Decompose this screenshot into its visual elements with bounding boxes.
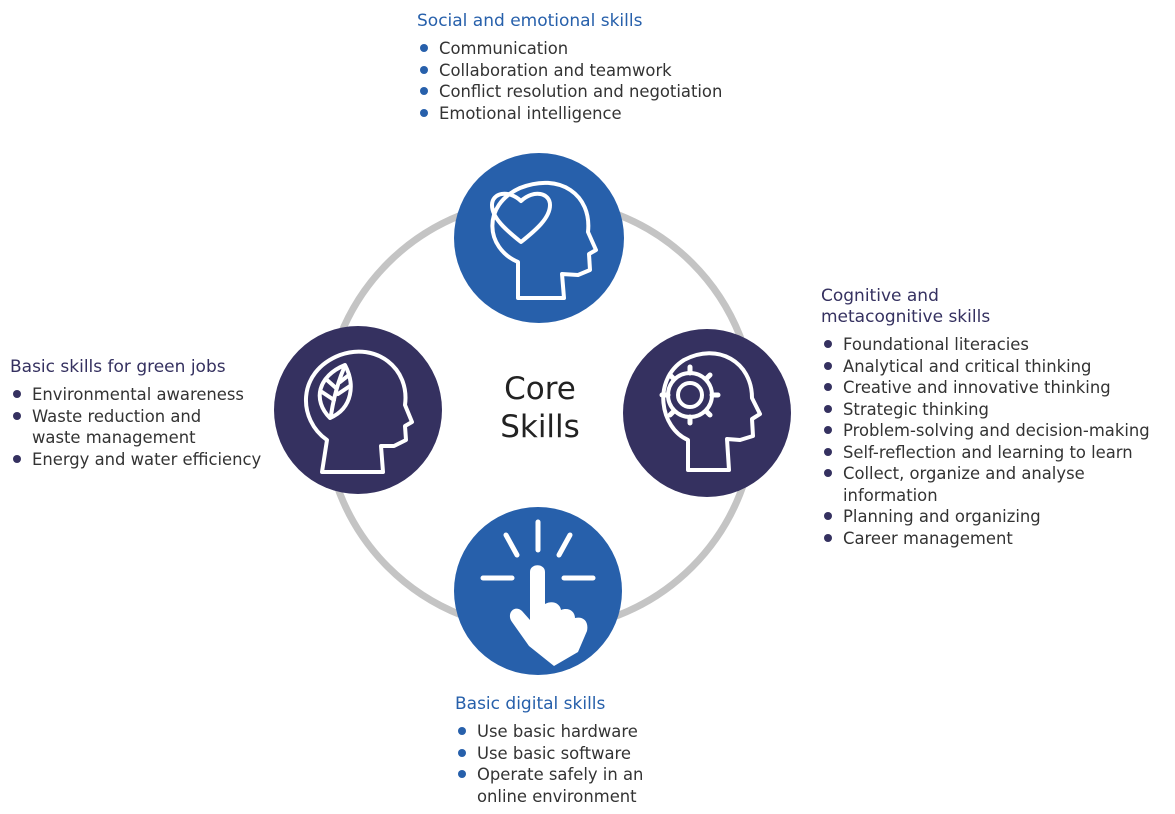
list-item: Conflict resolution and negotiation <box>417 81 722 103</box>
list-item: Environmental awareness <box>10 384 261 406</box>
skill-list: Foundational literacies Analytical and c… <box>821 334 1150 549</box>
list-item: Problem-solving and decision-making <box>821 420 1150 442</box>
digital-skills-circle <box>454 507 622 675</box>
list-item: Emotional intelligence <box>417 103 722 125</box>
list-item: Operate safely in an online environment <box>455 764 643 807</box>
section-title: Basic digital skills <box>455 694 606 714</box>
list-item: Creative and innovative thinking <box>821 377 1150 399</box>
social-emotional-circle <box>454 153 624 323</box>
hand-touch-icon <box>480 519 596 666</box>
list-item: Use basic software <box>455 743 643 765</box>
social-emotional-section: Social and emotional skills Communicatio… <box>417 11 722 124</box>
list-item: Waste reduction and waste management <box>10 406 261 449</box>
section-title: Basic skills for green jobs <box>10 357 226 377</box>
cognitive-metacognitive-section: Cognitive and metacognitive skills Found… <box>821 286 1150 549</box>
list-item: Collect, organize and analyse informatio… <box>821 463 1150 506</box>
section-title: Social and emotional skills <box>417 11 643 31</box>
list-item: Collaboration and teamwork <box>417 60 722 82</box>
list-item: Career management <box>821 528 1150 550</box>
green-jobs-section: Basic skills for green jobs Environmenta… <box>10 357 261 470</box>
head-leaf-icon <box>304 349 414 474</box>
list-item: Analytical and critical thinking <box>821 356 1150 378</box>
section-title: Cognitive and metacognitive skills <box>821 286 991 327</box>
cognitive-metacognitive-circle <box>623 329 791 497</box>
skill-list: Environmental awareness Waste reduction … <box>10 384 261 470</box>
core-skills-label: Core Skills <box>500 371 580 445</box>
list-item: Energy and water efficiency <box>10 449 261 471</box>
head-gear-icon <box>659 351 762 472</box>
list-item: Foundational literacies <box>821 334 1150 356</box>
skill-list: Use basic hardware Use basic software Op… <box>455 721 643 807</box>
list-item: Strategic thinking <box>821 399 1150 421</box>
list-item: Planning and organizing <box>821 506 1150 528</box>
head-heart-icon <box>490 180 598 300</box>
list-item: Self-reflection and learning to learn <box>821 442 1150 464</box>
skill-list: Communication Collaboration and teamwork… <box>417 38 722 124</box>
list-item: Communication <box>417 38 722 60</box>
list-item: Use basic hardware <box>455 721 643 743</box>
digital-skills-section: Basic digital skills Use basic hardware … <box>455 694 643 807</box>
green-jobs-circle <box>274 326 442 494</box>
